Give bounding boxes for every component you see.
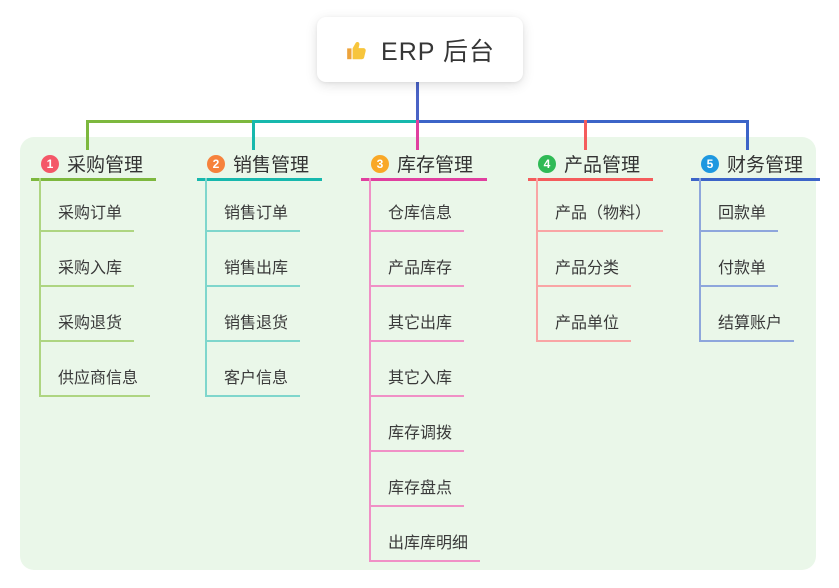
child-node[interactable]: 供应商信息 bbox=[39, 369, 151, 397]
child-node[interactable]: 库存调拨 bbox=[369, 424, 465, 452]
branch-drop-line bbox=[416, 120, 419, 150]
child-connector-line bbox=[369, 178, 371, 561]
child-node[interactable]: 结算账户 bbox=[699, 314, 795, 342]
child-node[interactable]: 付款单 bbox=[699, 259, 779, 287]
branch-header-5[interactable]: 5 财务管理 bbox=[691, 149, 820, 181]
root-title: ERP 后台 bbox=[381, 37, 495, 66]
child-connector-line bbox=[699, 178, 701, 341]
branch-bus-line bbox=[252, 120, 419, 123]
child-node[interactable]: 销售订单 bbox=[205, 204, 301, 232]
branch-label: 销售管理 bbox=[233, 155, 310, 176]
branch-drop-line bbox=[252, 120, 255, 150]
branch-badge: 2 bbox=[207, 154, 225, 173]
branch-badge: 3 bbox=[371, 154, 389, 173]
branch-bus-line bbox=[86, 120, 255, 123]
branch-label: 库存管理 bbox=[397, 155, 474, 176]
child-node[interactable]: 产品单位 bbox=[536, 314, 632, 342]
child-connector-line bbox=[205, 178, 207, 396]
child-node[interactable]: 库存盘点 bbox=[369, 479, 465, 507]
child-node[interactable]: 销售退货 bbox=[205, 314, 301, 342]
branch-header-1[interactable]: 1 采购管理 bbox=[31, 149, 156, 181]
child-node[interactable]: 产品（物料） bbox=[536, 204, 664, 232]
branch-header-4[interactable]: 4 产品管理 bbox=[528, 149, 653, 181]
child-node[interactable]: 销售出库 bbox=[205, 259, 301, 287]
branch-badge: 5 bbox=[701, 154, 719, 173]
child-node[interactable]: 采购入库 bbox=[39, 259, 135, 287]
branch-badge: 4 bbox=[538, 154, 556, 173]
branch-header-3[interactable]: 3 库存管理 bbox=[361, 149, 487, 181]
child-node[interactable]: 产品库存 bbox=[369, 259, 465, 287]
branch-label: 产品管理 bbox=[564, 155, 641, 176]
child-node[interactable]: 仓库信息 bbox=[369, 204, 465, 232]
branch-header-2[interactable]: 2 销售管理 bbox=[197, 149, 322, 181]
child-connector-line bbox=[536, 178, 538, 341]
branch-drop-line bbox=[584, 120, 587, 150]
child-node[interactable]: 回款单 bbox=[699, 204, 779, 232]
branch-badge: 1 bbox=[41, 154, 59, 173]
root-node[interactable]: ERP 后台 bbox=[317, 17, 523, 82]
root-stem-line bbox=[416, 82, 419, 123]
child-node[interactable]: 出库库明细 bbox=[369, 534, 481, 562]
child-node[interactable]: 采购订单 bbox=[39, 204, 135, 232]
branch-drop-line bbox=[746, 120, 749, 150]
branch-label: 采购管理 bbox=[67, 155, 144, 176]
thumbs-up-icon bbox=[345, 37, 371, 63]
child-connector-line bbox=[39, 178, 41, 396]
child-node[interactable]: 其它入库 bbox=[369, 369, 465, 397]
branch-bus-line bbox=[416, 120, 749, 123]
branches-panel bbox=[20, 137, 816, 570]
branch-label: 财务管理 bbox=[727, 155, 804, 176]
child-node[interactable]: 客户信息 bbox=[205, 369, 301, 397]
child-node[interactable]: 产品分类 bbox=[536, 259, 632, 287]
child-node[interactable]: 其它出库 bbox=[369, 314, 465, 342]
child-node[interactable]: 采购退货 bbox=[39, 314, 135, 342]
branch-drop-line bbox=[86, 120, 89, 150]
